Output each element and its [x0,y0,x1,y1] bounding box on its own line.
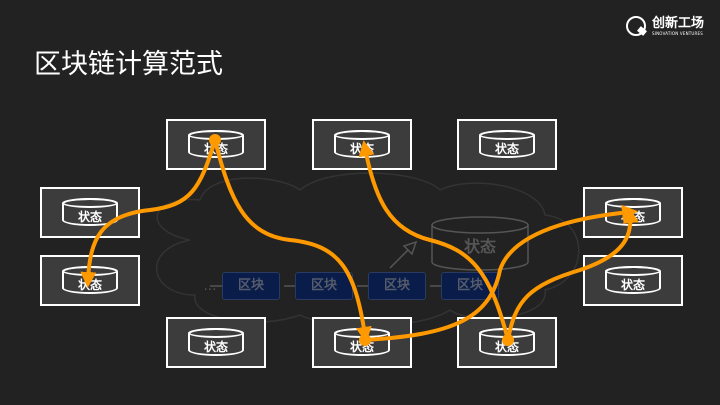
state-box: 状态 [166,317,266,368]
logo-name: 创新工场 [652,15,705,31]
block-3: 区块 [368,272,426,300]
arrow-path [363,204,638,342]
state-box: 状态 [457,119,557,170]
origin-dot [209,134,221,146]
arrow-path [506,207,639,342]
block-1: 区块 [222,272,280,300]
state-box: 状态 [166,119,266,170]
arrow-path [80,138,217,288]
state-box: 状态 [457,317,557,368]
arrow-path [213,138,372,343]
lightbulb-icon [626,16,647,36]
state-box: 状态 [40,187,140,238]
database-icon: 状态 [479,130,535,158]
block-2: 区块 [295,272,353,300]
page-title: 区块链计算范式 [34,49,223,80]
database-icon: 状态 [605,266,661,294]
ellipsis: … [204,279,217,294]
logo-sub: SINOVATION VENTURES [652,30,704,36]
arrow-path [358,140,510,342]
origin-dot [502,334,514,346]
origin-dot [359,334,371,346]
database-icon: 状态 [62,198,118,226]
cloud-state-label: 状态 [464,237,496,256]
database-icon: 状态 [188,328,244,356]
